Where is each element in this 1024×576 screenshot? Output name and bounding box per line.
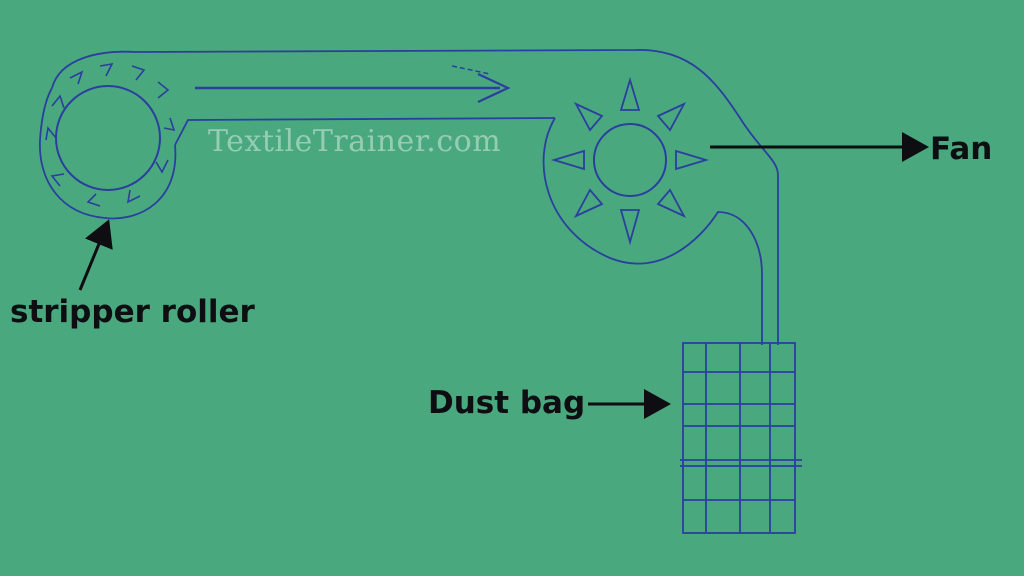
dust-bag-label: Dust bag bbox=[428, 385, 586, 421]
stripper-roller bbox=[55, 85, 161, 191]
airflow-arrow-head bbox=[477, 73, 511, 103]
duct-outline-outer bbox=[51, 49, 779, 345]
watermark: TextileTrainer.com bbox=[208, 124, 502, 159]
duct-outline-inner bbox=[174, 117, 556, 146]
dust-bag bbox=[680, 342, 802, 534]
fan-housing bbox=[542, 117, 763, 345]
stripper-roller-label: stripper roller bbox=[10, 294, 255, 330]
stripper-roller-pointer bbox=[78, 219, 113, 291]
roller-flow-marks bbox=[45, 62, 176, 207]
roller-housing bbox=[39, 87, 177, 220]
fan-blades bbox=[550, 76, 710, 246]
fan-hub bbox=[593, 123, 667, 197]
fan-label: Fan bbox=[930, 131, 993, 167]
